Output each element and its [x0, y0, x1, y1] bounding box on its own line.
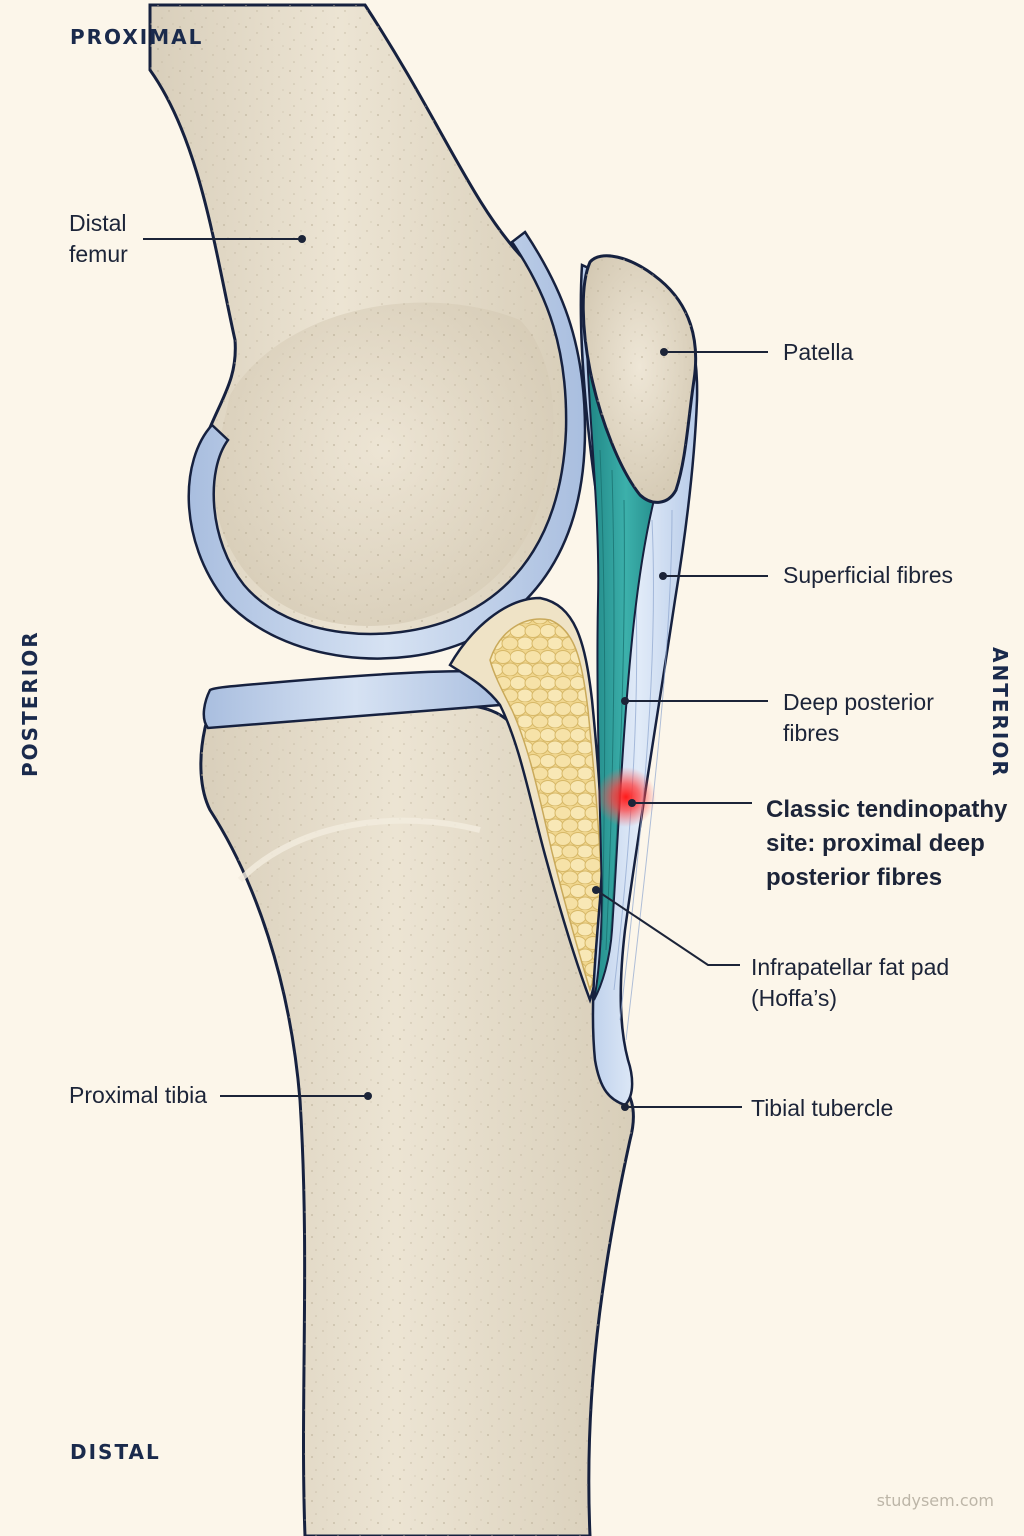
orientation-distal: DISTAL [70, 1440, 161, 1464]
label-superficial-fibres: Superficial fibres [783, 562, 954, 588]
label-distal-femur: Distal femur [69, 210, 128, 267]
proximal-tibia [199, 703, 635, 1536]
label-patella: Patella [783, 339, 854, 365]
orientation-anterior: ANTERIOR [988, 647, 1012, 778]
label-proximal-tibia: Proximal tibia [69, 1082, 208, 1108]
label-deep-posterior-fibres: Deep posterior fibres [783, 689, 934, 746]
orientation-posterior: POSTERIOR [18, 630, 42, 777]
orientation-proximal: PROXIMAL [70, 25, 204, 49]
leader-lines [143, 238, 768, 1108]
label-tibial-tubercle: Tibial tubercle [751, 1095, 894, 1121]
deep-fibre-lines [599, 449, 625, 951]
distal-femur [148, 3, 575, 643]
label-infrapatellar-fat-pad: Infrapatellar fat pad (Hoffa’s) [751, 954, 950, 1011]
tendinopathy-lesion [596, 767, 656, 827]
patella [581, 254, 698, 504]
femoral-cartilage [187, 230, 587, 660]
watermark: studysem.com [876, 1491, 994, 1510]
leader-dots [298, 235, 668, 1111]
label-classic-tendinopathy-site: Classic tendinopathy site: proximal deep… [766, 796, 1008, 891]
